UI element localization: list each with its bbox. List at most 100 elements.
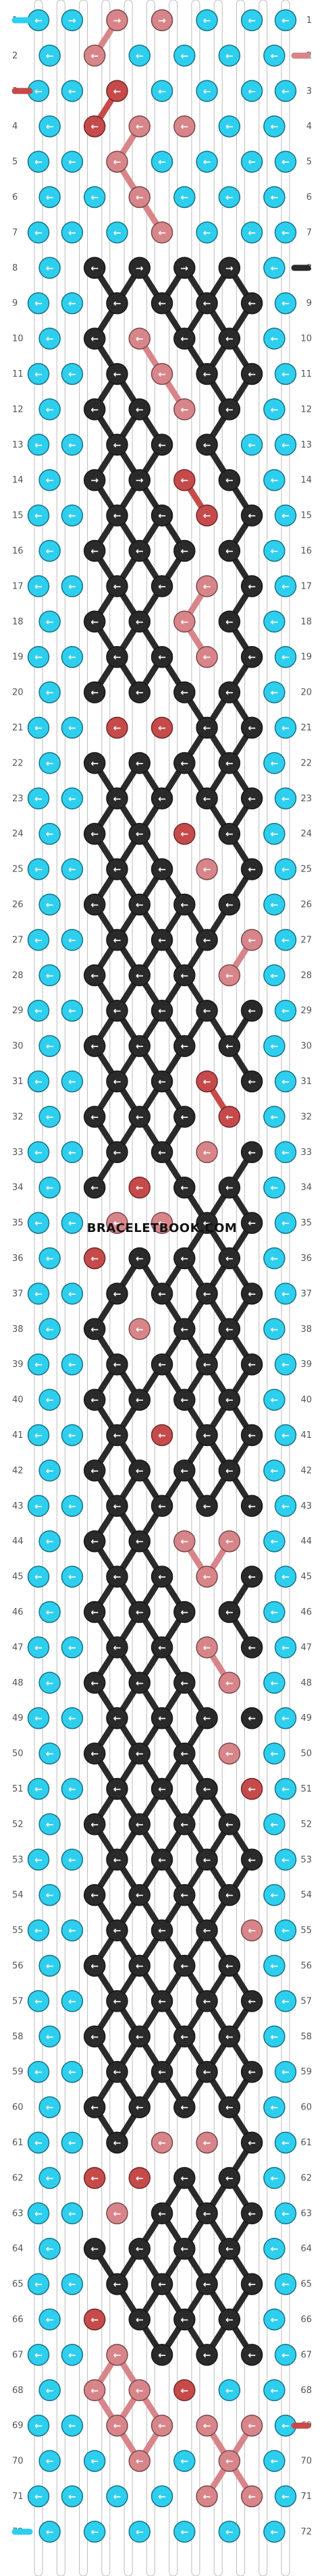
arrow-left-icon: ← bbox=[270, 2103, 278, 2114]
knot: ← bbox=[61, 1353, 84, 1376]
row-number: 68 bbox=[12, 2386, 24, 2396]
knot: ← bbox=[128, 115, 151, 138]
knot: ← bbox=[240, 504, 263, 527]
row-number: 9 bbox=[12, 298, 18, 308]
knot: → bbox=[128, 468, 151, 491]
knot: ← bbox=[83, 2521, 106, 2543]
knot: ← bbox=[83, 1813, 106, 1835]
knot: ← bbox=[106, 1565, 128, 1588]
knot-circle bbox=[61, 1495, 84, 1518]
knot-circle bbox=[83, 964, 106, 987]
arrow-left-icon: ← bbox=[270, 688, 278, 699]
knot: ← bbox=[263, 1601, 286, 1624]
arrow-left-icon: ← bbox=[46, 1112, 54, 1123]
knot-circle bbox=[218, 1883, 241, 1906]
edge-knot bbox=[274, 999, 297, 1022]
knot: ← bbox=[128, 681, 151, 703]
knot-circle bbox=[263, 681, 286, 703]
knot-circle bbox=[151, 1919, 173, 1941]
arrow-left-icon: ← bbox=[270, 2244, 278, 2255]
knot-circle bbox=[128, 822, 151, 845]
knot: ← bbox=[173, 1318, 196, 1341]
knot-arrow: ← bbox=[34, 2138, 43, 2149]
knot: ← bbox=[263, 539, 286, 562]
arrow-left-icon: ← bbox=[270, 2457, 278, 2467]
knot-circle bbox=[218, 1459, 241, 1482]
knot: ← bbox=[106, 1353, 128, 1376]
row-number: 32 bbox=[300, 1112, 312, 1122]
arrow-left-icon: ← bbox=[46, 2527, 54, 2538]
edge-knot bbox=[274, 1919, 297, 1941]
knot: ← bbox=[128, 186, 151, 209]
knot: ← bbox=[38, 45, 61, 67]
arrow-left-icon: ← bbox=[136, 1112, 144, 1123]
knot-circle bbox=[83, 610, 106, 633]
arrow-left-icon: ← bbox=[225, 2457, 234, 2467]
knot-circle bbox=[151, 1212, 173, 1234]
knot-circle bbox=[83, 1530, 106, 1553]
row-number: 33 bbox=[300, 1148, 312, 1158]
knot: ← bbox=[151, 1777, 173, 1800]
knot-circle bbox=[128, 257, 151, 279]
arrow-left-icon: ← bbox=[225, 2173, 234, 2184]
arrow-left-icon: ← bbox=[90, 2315, 99, 2326]
arrow-left-icon: ← bbox=[203, 298, 211, 309]
row-number: 23 bbox=[12, 794, 24, 804]
knot-circle bbox=[151, 1777, 173, 1800]
knot-circle bbox=[263, 1389, 286, 1411]
arrow-left-icon: ← bbox=[113, 1784, 122, 1795]
arrow-left-icon: ← bbox=[113, 2350, 122, 2361]
knot: ← bbox=[61, 1283, 84, 1305]
knot: ← bbox=[218, 45, 241, 67]
knot: ← bbox=[106, 1777, 128, 1800]
knot-circle bbox=[151, 1495, 173, 1518]
arrow-left-icon: ← bbox=[225, 971, 234, 982]
row-number: 58 bbox=[12, 2032, 24, 2042]
edge-knot bbox=[274, 1990, 297, 2012]
knot: ← bbox=[218, 1883, 241, 1906]
arrow-left-icon: ← bbox=[180, 404, 188, 415]
knot-circle bbox=[173, 822, 196, 845]
arrow-left-icon: ← bbox=[270, 1890, 278, 1901]
row-number: 33 bbox=[12, 1148, 24, 1158]
knot: ← bbox=[196, 716, 218, 739]
knot-arrow: ← bbox=[281, 2492, 290, 2502]
knot-circle bbox=[196, 858, 218, 880]
arrow-left-icon: ← bbox=[203, 2067, 211, 2078]
row-number: 55 bbox=[12, 1926, 24, 1936]
knot-circle bbox=[240, 1777, 263, 1800]
row-number: 52 bbox=[300, 1819, 312, 1829]
arrow-left-icon: ← bbox=[225, 1607, 234, 1618]
arrow-left-icon: ← bbox=[68, 1784, 76, 1795]
knot-circle bbox=[240, 1848, 263, 1871]
knot: ← bbox=[83, 2308, 106, 2331]
knot: ← bbox=[173, 1954, 196, 1977]
knot-circle bbox=[240, 716, 263, 739]
knot-circle bbox=[196, 221, 218, 244]
arrow-left-icon: ← bbox=[203, 1289, 211, 1299]
knot-arrow: ← bbox=[281, 369, 290, 380]
arrow-left-icon: ← bbox=[203, 1006, 211, 1017]
knot: ← bbox=[151, 1848, 173, 1871]
arrow-left-icon: ← bbox=[203, 86, 211, 97]
row-number: 42 bbox=[300, 1466, 312, 1476]
arrow-left-icon: ← bbox=[225, 475, 234, 486]
arrow-left-icon: ← bbox=[46, 971, 54, 982]
arrow-left-icon: ← bbox=[270, 1254, 278, 1264]
knot: ← bbox=[61, 504, 84, 527]
row-number: 45 bbox=[300, 1572, 312, 1582]
edge-knot bbox=[27, 2344, 50, 2366]
knot: ← bbox=[128, 1954, 151, 1977]
edge-knot bbox=[274, 292, 297, 315]
arrow-left-icon: ← bbox=[46, 1890, 54, 1901]
arrow-left-icon: ← bbox=[225, 2527, 234, 2538]
knot-circle bbox=[38, 257, 61, 279]
arrow-left-icon: ← bbox=[136, 1890, 144, 1901]
arrow-left-icon: ← bbox=[225, 1961, 234, 1972]
knot-circle bbox=[151, 1636, 173, 1659]
knot: ← bbox=[263, 1530, 286, 1553]
knot-circle bbox=[61, 1848, 84, 1871]
knot-circle bbox=[83, 2521, 106, 2543]
knot: ← bbox=[128, 2167, 151, 2189]
arrow-left-icon: ← bbox=[68, 1996, 76, 2007]
